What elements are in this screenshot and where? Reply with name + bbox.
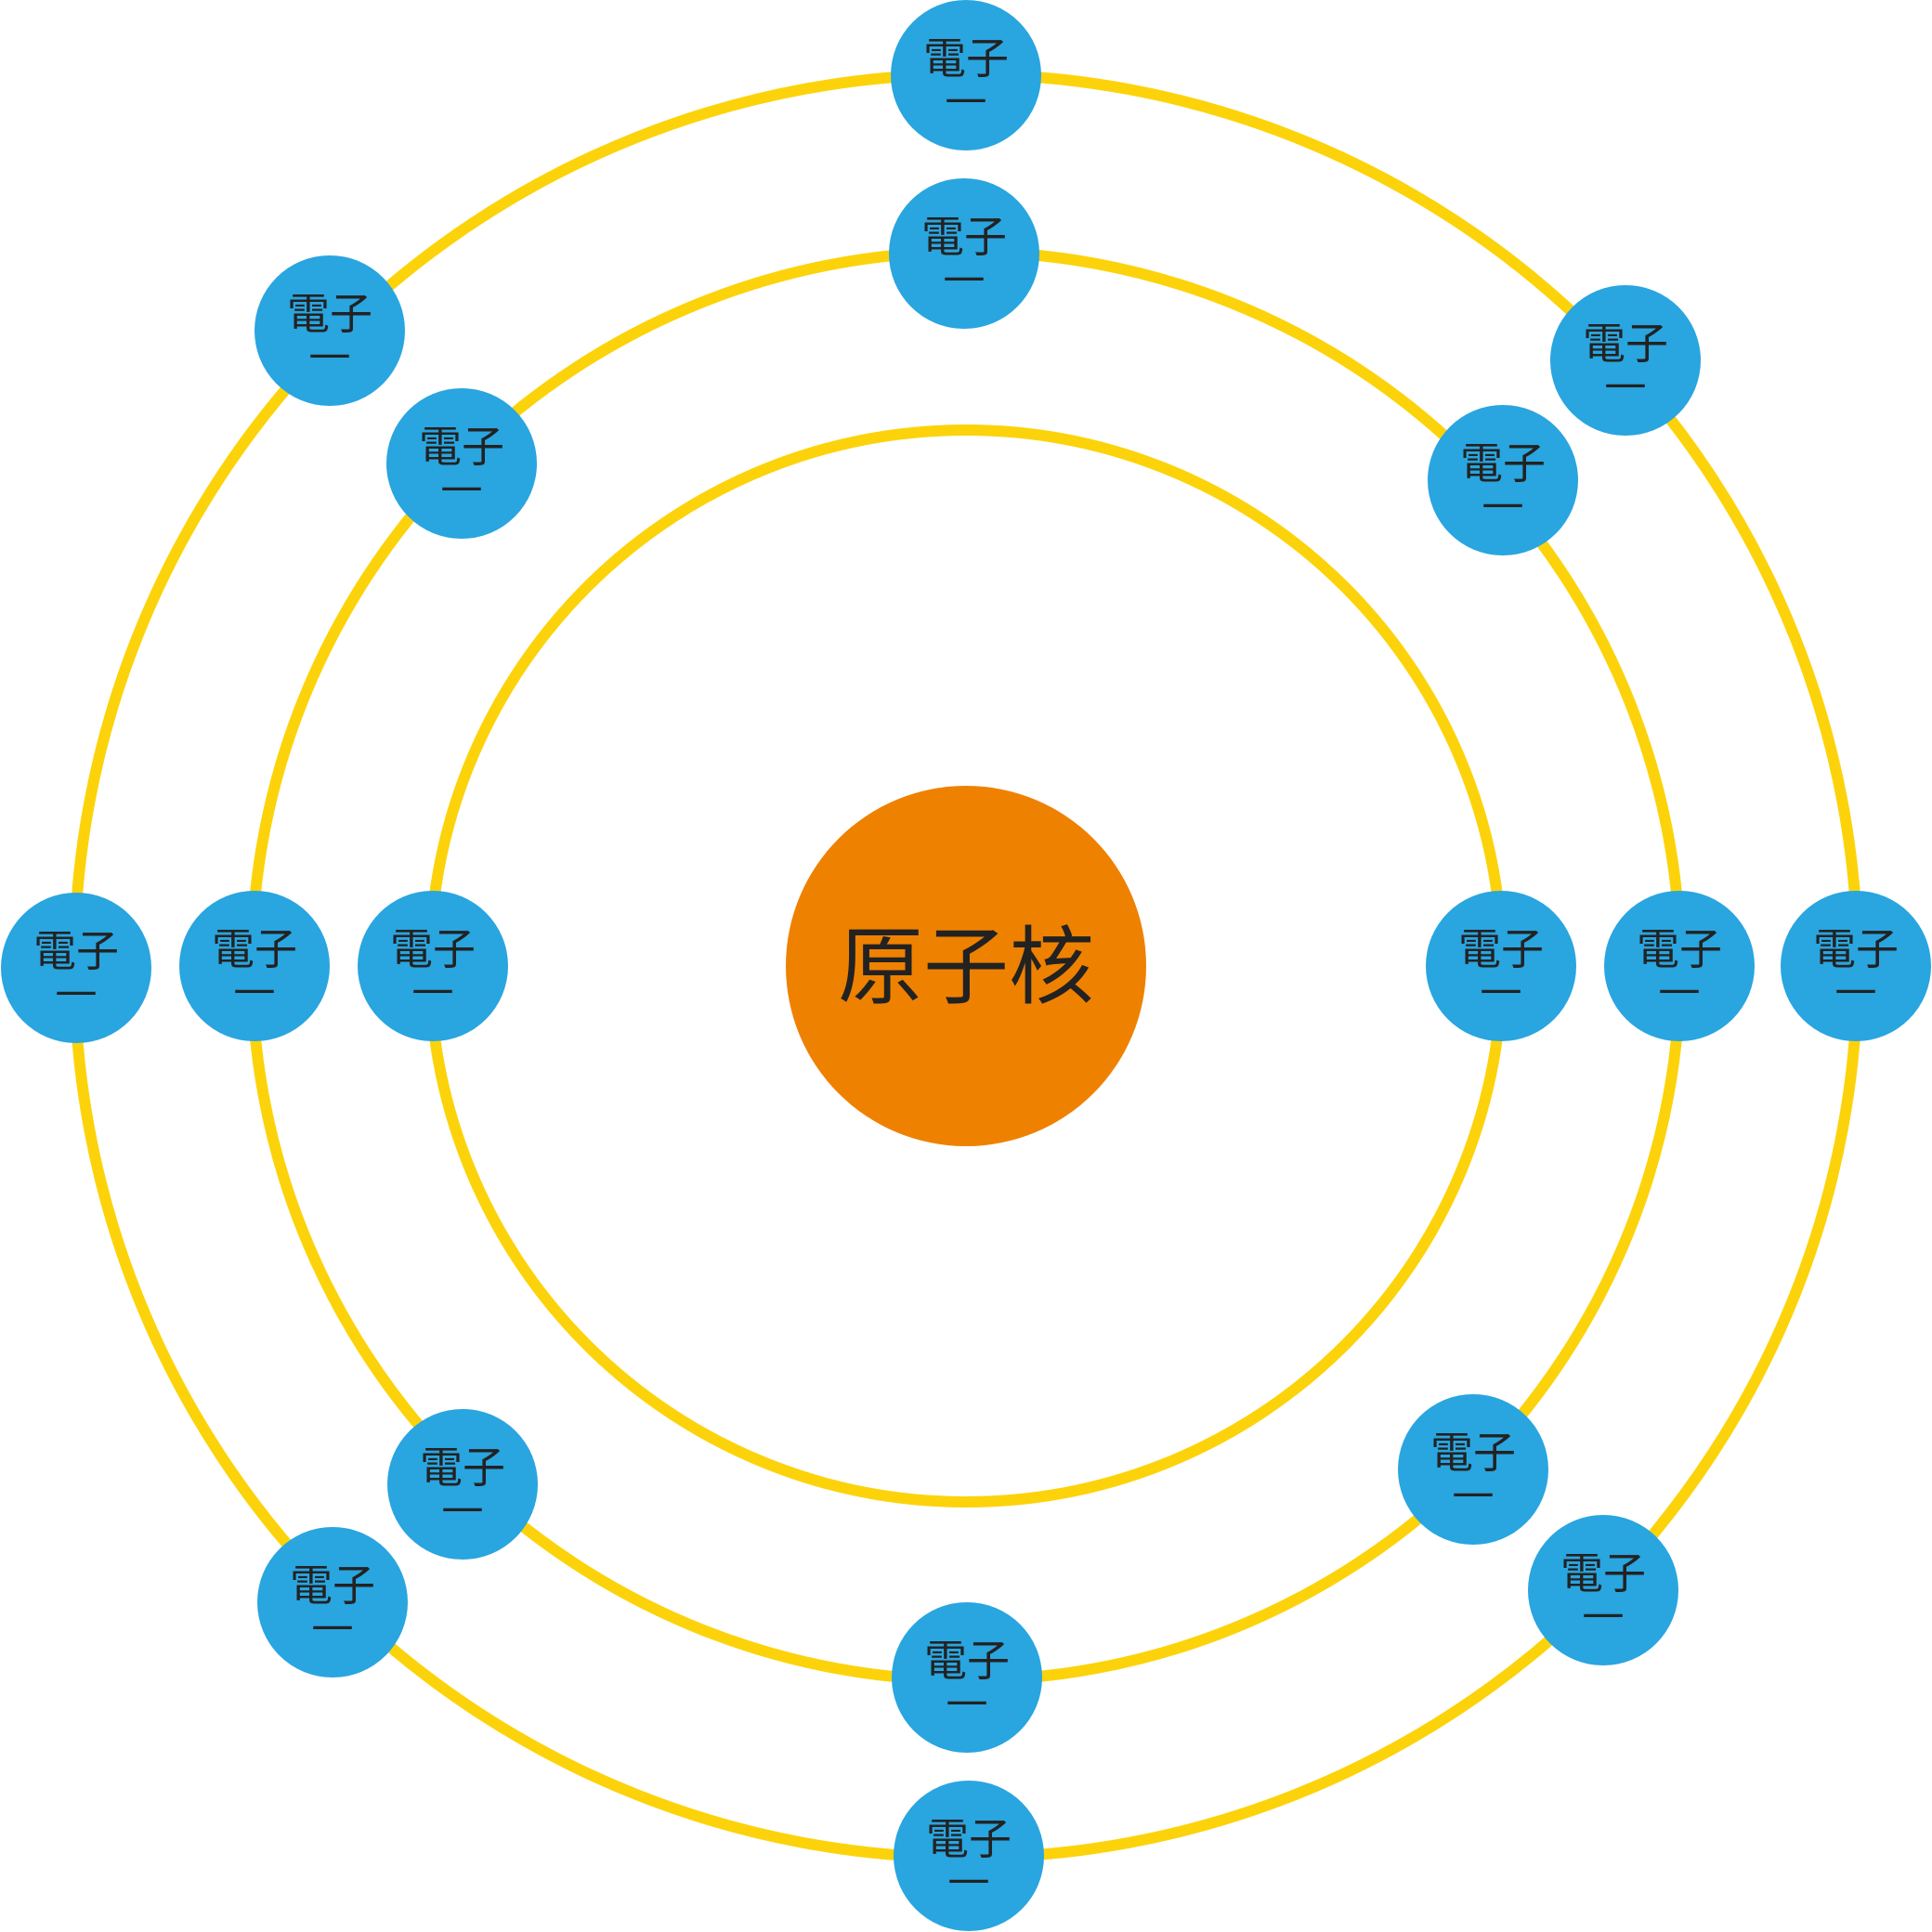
electron: 電子—: [1604, 891, 1755, 1041]
nucleus-circle: [786, 786, 1146, 1146]
electron-label: 電子: [33, 926, 119, 976]
electron: 電子—: [1528, 1515, 1678, 1665]
electron-charge: —: [233, 963, 276, 1013]
electron-circle: [1781, 891, 1931, 1041]
electron-label: 電子: [1430, 1428, 1516, 1478]
electron-charge: —: [311, 1599, 354, 1650]
electron-circle: [892, 1602, 1042, 1753]
electron-label: 電子: [420, 1442, 505, 1493]
electron-charge: —: [1452, 1467, 1495, 1517]
electron-circle: [358, 891, 508, 1041]
electron-circle: [1398, 1394, 1548, 1545]
electron: 電子—: [257, 1527, 408, 1677]
electron-circle: [894, 1781, 1044, 1931]
electron: 電子—: [179, 891, 330, 1041]
electron-charge: —: [1834, 963, 1877, 1013]
electron-circle: [889, 178, 1039, 329]
electron-charge: —: [947, 1853, 990, 1903]
electron: 電子—: [255, 255, 405, 406]
electron: 電子—: [1426, 891, 1576, 1041]
electron-charge: —: [440, 461, 483, 511]
electron-charge: —: [1480, 963, 1522, 1013]
electron-circle: [387, 1409, 538, 1560]
electron-circle: [1, 893, 151, 1043]
electron-circle: [1426, 891, 1576, 1041]
electron-circle: [257, 1527, 408, 1677]
electron-label: 電子: [1458, 924, 1544, 974]
electron-charge: —: [1604, 358, 1647, 408]
electron-circle: [1528, 1515, 1678, 1665]
electron: 電子—: [1398, 1394, 1548, 1545]
electron: 電子—: [386, 388, 537, 539]
electron: 電子—: [1, 893, 151, 1043]
electron-charge: —: [441, 1482, 484, 1532]
electron: 電子—: [1428, 405, 1578, 555]
electron-charge: —: [945, 72, 987, 123]
electron-charge: —: [1482, 477, 1524, 528]
electron-circle: [1550, 285, 1701, 436]
electron-label: 電子: [924, 1636, 1010, 1686]
electron-circle: [1428, 405, 1578, 555]
electron-label: 電子: [926, 1814, 1012, 1864]
electron-label: 電子: [287, 289, 372, 339]
electron: 電子—: [1550, 285, 1701, 436]
electron: 電子—: [891, 0, 1041, 150]
electron-charge: —: [1658, 963, 1701, 1013]
electron: 電子—: [889, 178, 1039, 329]
electron-label: 電子: [1583, 319, 1668, 369]
electron-charge: —: [411, 963, 454, 1013]
electron-circle: [891, 0, 1041, 150]
electron-charge: —: [943, 251, 986, 301]
electron: 電子—: [894, 1781, 1044, 1931]
electron-label: 電子: [1813, 924, 1899, 974]
electron-charge: —: [308, 328, 351, 378]
electron-label: 電子: [290, 1560, 375, 1611]
electron-circle: [1604, 891, 1755, 1041]
electron-circle: [255, 255, 405, 406]
nucleus: 原子核: [786, 786, 1146, 1146]
electron-label: 電子: [1637, 924, 1722, 974]
electron-charge: —: [55, 965, 98, 1015]
electron-label: 電子: [1460, 438, 1546, 489]
electron-label: 電子: [212, 924, 297, 974]
electron-circle: [386, 388, 537, 539]
electron-label: 電子: [921, 212, 1007, 262]
electron: 電子—: [387, 1409, 538, 1560]
electron-label: 電子: [1560, 1548, 1646, 1599]
electron-circle: [179, 891, 330, 1041]
electron-label: 電子: [419, 422, 504, 472]
electron-charge: —: [1582, 1587, 1625, 1638]
electron: 電子—: [1781, 891, 1931, 1041]
electron: 電子—: [358, 891, 508, 1041]
nucleus-label: 原子核: [838, 918, 1094, 1017]
electron: 電子—: [892, 1602, 1042, 1753]
electron-label: 電子: [923, 33, 1009, 84]
electron-label: 電子: [390, 924, 476, 974]
electron-charge: —: [946, 1675, 988, 1725]
